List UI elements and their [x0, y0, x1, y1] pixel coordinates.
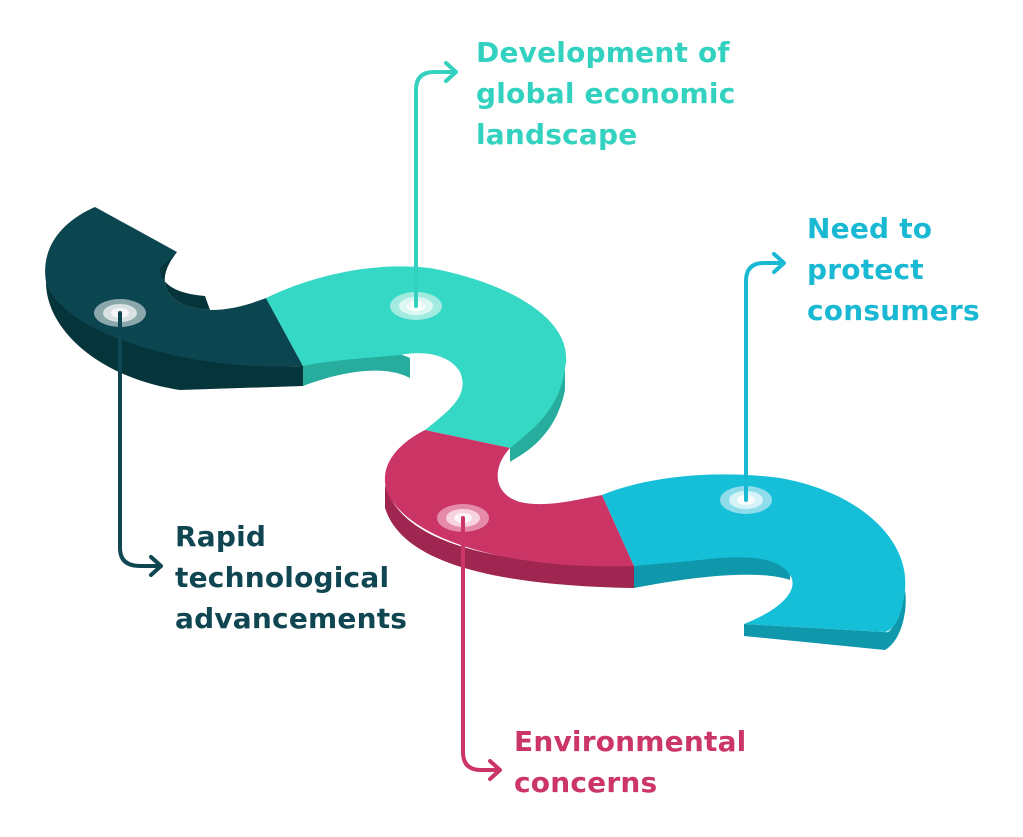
segment-env-side	[385, 485, 634, 588]
label-dev-line-2: global economic	[476, 77, 736, 110]
segment-rapid-side	[46, 282, 303, 390]
connector-rapid-arrowhead	[149, 555, 163, 577]
connector-dev-line	[414, 70, 457, 308]
label-dev-line-1: Development of	[476, 36, 730, 69]
segment-dev-top	[266, 266, 567, 448]
segment-global-economic	[266, 266, 567, 462]
connector-rapid-line	[118, 311, 162, 568]
label-development-global-economic: Development of global economic landscape	[476, 32, 736, 155]
segment-need-top	[602, 474, 906, 632]
connector-need-line	[744, 261, 785, 502]
label-rapid-line-1: Rapid	[175, 520, 267, 553]
label-need-line-2: protect	[807, 253, 924, 286]
segment-dev-side-right	[510, 368, 565, 462]
label-rapid-line-2: technological	[175, 561, 390, 594]
label-rapid-technological: Rapid technological advancements	[175, 516, 407, 639]
label-need-protect-consumers: Need to protect consumers	[807, 208, 980, 331]
label-rapid-line-3: advancements	[175, 602, 408, 635]
label-env-line-1: Environmental	[514, 725, 747, 758]
segment-need-side-right	[744, 590, 906, 650]
segment-env-top	[384, 430, 634, 567]
label-environmental-concerns: Environmental concerns	[514, 721, 746, 803]
label-env-line-2: concerns	[514, 766, 658, 799]
segment-rapid-technological	[45, 207, 303, 390]
label-need-line-1: Need to	[807, 212, 933, 245]
segment-rapid-inner-wall	[160, 252, 210, 310]
connector-dev-arrowhead	[444, 61, 458, 83]
segment-protect-consumers	[602, 474, 906, 650]
segment-need-side	[634, 554, 790, 588]
connector-env-arrowhead	[488, 759, 502, 781]
connector-need-arrowhead	[772, 252, 786, 274]
label-dev-line-3: landscape	[476, 118, 638, 151]
segment-environmental	[384, 430, 634, 588]
label-need-line-3: consumers	[807, 294, 980, 327]
connector-env-line	[461, 516, 501, 772]
segment-rapid-top	[45, 207, 303, 367]
